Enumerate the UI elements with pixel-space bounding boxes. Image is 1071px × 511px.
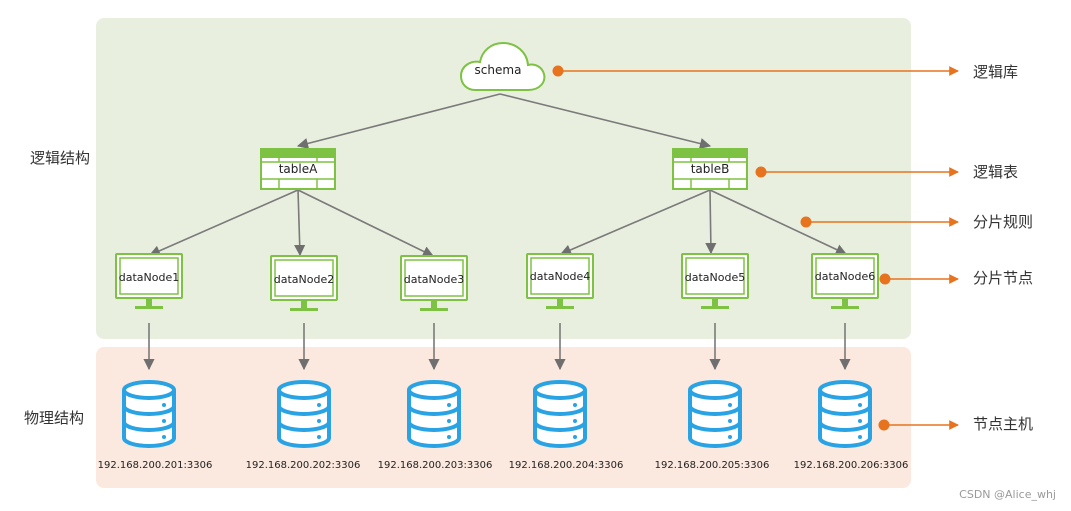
annotation-dot-logical-db [552, 65, 564, 77]
host1-database-icon [122, 380, 176, 448]
host1-address: 192.168.200.201:3306 [98, 460, 213, 471]
host2-address: 192.168.200.202:3306 [246, 460, 361, 471]
host3-database-icon [407, 380, 461, 448]
host6-database-icon [818, 380, 872, 448]
watermark: CSDN @Alice_whj [959, 488, 1056, 501]
schema-label: schema [475, 63, 522, 77]
tableB-label: tableB [691, 162, 730, 176]
schema-cloud-icon [459, 41, 546, 91]
host5-address: 192.168.200.205:3306 [655, 460, 770, 471]
host4-database-icon [533, 380, 587, 448]
annotation-shard-rule: 分片规则 [973, 213, 1033, 231]
host5-database-icon [688, 380, 742, 448]
edge-tableA-node3 [297, 189, 435, 257]
annotation-dot-shard-rule [800, 216, 812, 228]
physical-structure-panel [96, 347, 911, 488]
dataNode2-label: dataNode2 [274, 273, 334, 286]
edge-tableB-node5 [705, 189, 717, 255]
host6-address: 192.168.200.206:3306 [794, 460, 909, 471]
annotation-logical-table: 逻辑表 [973, 163, 1018, 181]
annotation-dot-shard-node [879, 273, 891, 285]
annotation-dot-logical-table [755, 166, 767, 178]
host4-address: 192.168.200.204:3306 [509, 460, 624, 471]
dataNode6-label: dataNode6 [815, 270, 875, 283]
dataNode1-label: dataNode1 [119, 271, 179, 284]
tableA-label: tableA [279, 162, 318, 176]
annotation-shard-node: 分片节点 [973, 269, 1033, 287]
dataNode4-label: dataNode4 [530, 270, 590, 283]
dataNode3-label: dataNode3 [404, 273, 464, 286]
edge-tableA-node2 [294, 189, 306, 257]
logical-structure-title: 逻辑结构 [30, 149, 90, 167]
physical-structure-title: 物理结构 [24, 409, 84, 427]
edge-tableB-node4 [559, 189, 711, 256]
edge-tableB-node6 [709, 189, 848, 255]
host2-database-icon [277, 380, 331, 448]
annotation-logical-db: 逻辑库 [973, 63, 1018, 81]
edge-schema-tableB [499, 93, 712, 150]
edge-tableA-node1 [148, 189, 299, 257]
annotation-dot-node-host [878, 419, 890, 431]
annotation-node-host: 节点主机 [973, 415, 1033, 433]
dataNode5-label: dataNode5 [685, 271, 745, 284]
host3-address: 192.168.200.203:3306 [378, 460, 493, 471]
edge-schema-tableA [296, 93, 501, 149]
